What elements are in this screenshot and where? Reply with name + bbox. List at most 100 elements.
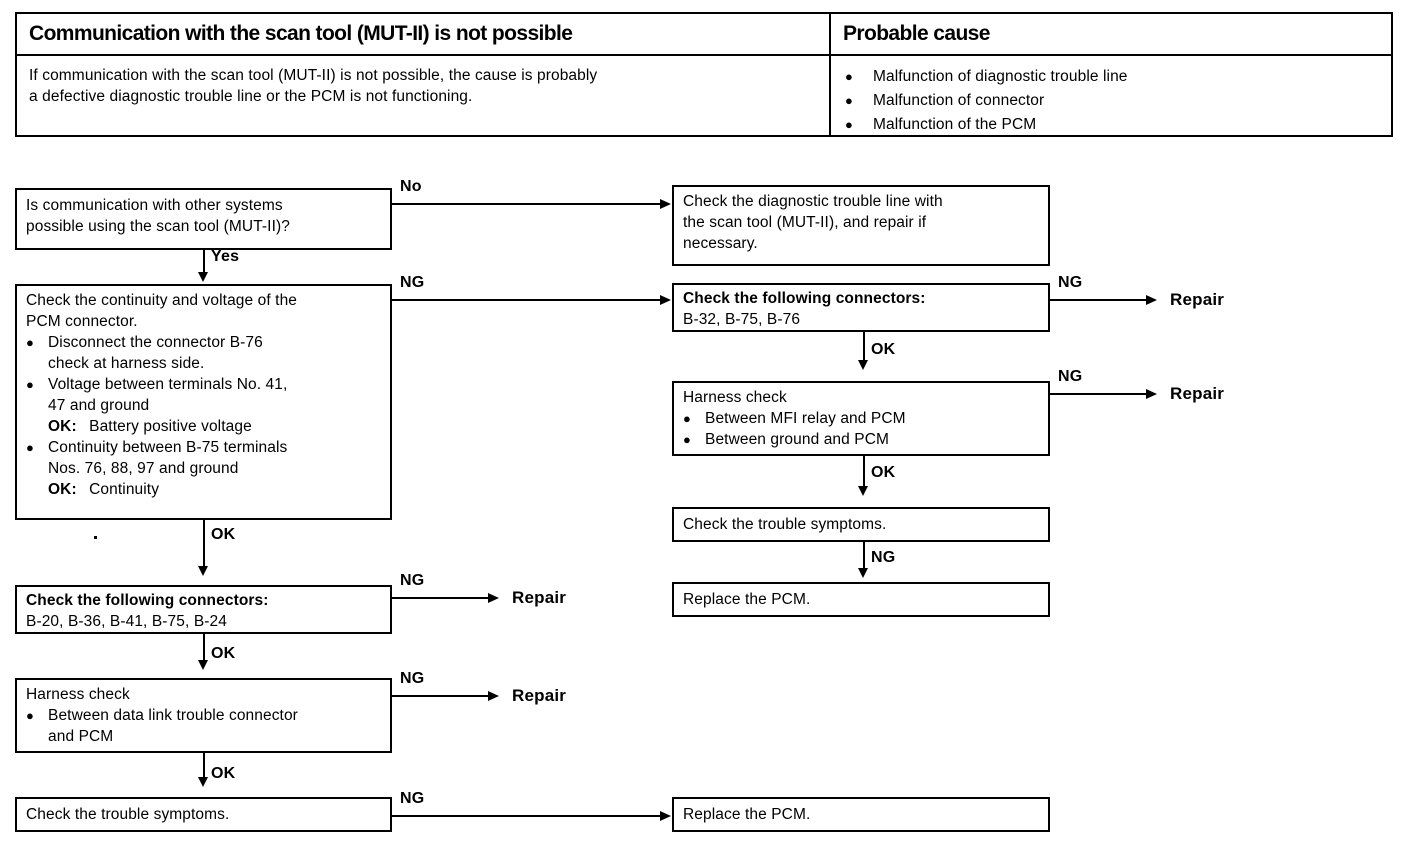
arrow-ng-harness-left-to-repair (488, 691, 499, 701)
symptoms-right-text: Check the trouble symptoms. (683, 516, 887, 533)
connectors-left-list: B-20, B-36, B-41, B-75, B-24 (26, 613, 227, 630)
flow-box-check-trouble-symptoms-left: Check the trouble symptoms. (15, 797, 392, 832)
harness-right-bullet-2: Between ground and PCM (705, 431, 890, 448)
probable-cause-list: ● Malfunction of diagnostic trouble line… (831, 56, 1391, 144)
terminal-label-repair: Repair (512, 686, 567, 705)
connector-ng-connectors-left-horizontal (392, 597, 488, 599)
ok-value: Battery positive voltage (89, 418, 252, 435)
flow-box-check-trouble-symptoms-right: Check the trouble symptoms. (672, 507, 1050, 542)
flow-box-harness-check-right: Harness check ● Between MFI relay and PC… (672, 381, 1050, 456)
bullet-icon: ● (26, 708, 34, 723)
question-line-1: Is communication with other systems (26, 197, 283, 214)
terminal-label-repair: Repair (1170, 384, 1225, 403)
edge-label-ok: OK (211, 765, 236, 782)
arrow-ng-harness-right-to-repair (1146, 389, 1157, 399)
terminal-label-repair: Repair (1170, 290, 1225, 309)
pcm-bullet-3-line-1: Continuity between B-75 terminals (48, 439, 288, 456)
connector-ok-connectors-right-vertical (863, 332, 865, 362)
arrow-ng-symptoms-right-down (858, 568, 868, 578)
arrow-ng-connectors-right-to-repair (1146, 295, 1157, 305)
symptoms-left-text: Check the trouble symptoms. (26, 806, 230, 823)
edge-label-ng: NG (400, 572, 425, 589)
table-header-cause-cell: Probable cause (831, 14, 1391, 54)
scan-speck (94, 536, 97, 539)
diag-line-3: necessary. (683, 235, 758, 252)
pcm-bullet-item: ● Continuity between B-75 terminals (26, 437, 383, 458)
pcm-bullet-2-ok-row: OK: Battery positive voltage (26, 416, 383, 437)
edge-label-ng: NG (400, 670, 425, 687)
question-line-2: possible using the scan tool (MUT-II)? (26, 218, 290, 235)
flow-box-check-connectors-right: Check the following connectors: B-32, B-… (672, 283, 1050, 332)
bullet-icon: ● (845, 69, 853, 84)
bullet-icon: ● (26, 377, 34, 392)
connector-ng-harness-right-horizontal (1050, 393, 1146, 395)
connectors-left-title: Check the following connectors: (26, 592, 269, 609)
cause-header-text: Probable cause (843, 22, 990, 45)
arrow-ok-connectors-right-down (858, 360, 868, 370)
edge-label-ok: OK (871, 464, 896, 481)
connector-ng-pcm-horizontal (392, 299, 660, 301)
pcm-bullet-1-line-1: Disconnect the connector B-76 (48, 334, 263, 351)
arrow-ok-harness-right-down (858, 486, 868, 496)
arrow-ng-symptoms-left-to-replace-pcm (660, 811, 671, 821)
bullet-icon: ● (683, 411, 691, 426)
description-line-1: If communication with the scan tool (MUT… (29, 67, 598, 84)
edge-label-ng: NG (400, 790, 425, 807)
arrow-no-to-diag-line (660, 199, 671, 209)
pcm-bullet-item: ● Voltage between terminals No. 41, (26, 374, 383, 395)
cause-item-text: Malfunction of connector (873, 92, 1045, 109)
arrow-ok-connectors-left-down (198, 660, 208, 670)
edge-label-ok: OK (211, 526, 236, 543)
symptom-probable-cause-table: Communication with the scan tool (MUT-II… (15, 12, 1393, 137)
arrow-ng-connectors-left-to-repair (488, 593, 499, 603)
cause-item-text: Malfunction of the PCM (873, 116, 1037, 133)
flow-box-check-pcm-connector: Check the continuity and voltage of the … (15, 284, 392, 520)
table-header-symptom-cell: Communication with the scan tool (MUT-II… (17, 14, 831, 54)
arrow-ng-pcm-to-connectors (660, 295, 671, 305)
connector-yes-vertical (203, 250, 205, 274)
harness-right-title: Harness check (683, 389, 787, 406)
table-header-row: Communication with the scan tool (MUT-II… (17, 14, 1391, 56)
arrow-ok-pcm-down (198, 566, 208, 576)
cause-list-item: ● Malfunction of the PCM (845, 113, 1391, 137)
terminal-label-repair: Repair (512, 588, 567, 607)
pcm-bullet-item: ● Disconnect the connector B-76 (26, 332, 383, 353)
harness-left-bullet-item: ● Between data link trouble connector (26, 705, 383, 726)
pcm-bullet-1-line-2: check at harness side. (48, 355, 205, 372)
flow-box-question-other-systems: Is communication with other systems poss… (15, 188, 392, 250)
harness-left-bullet-line-1: Between data link trouble connector (48, 707, 298, 724)
edge-label-ng: NG (1058, 274, 1083, 291)
connector-ng-symptoms-right-vertical (863, 542, 865, 570)
connector-ok-pcm-vertical (203, 520, 205, 568)
connector-ng-harness-left-horizontal (392, 695, 488, 697)
diag-line-2: the scan tool (MUT-II), and repair if (683, 214, 927, 231)
arrow-ok-harness-left-down (198, 777, 208, 787)
pcm-title-line-2: PCM connector. (26, 313, 138, 330)
edge-label-ok: OK (211, 645, 236, 662)
ok-value: Continuity (89, 481, 160, 498)
harness-right-bullet-item: ● Between MFI relay and PCM (683, 408, 1041, 429)
pcm-bullet-2-line-2: 47 and ground (48, 397, 150, 414)
symptom-header-text: Communication with the scan tool (MUT-II… (29, 22, 573, 45)
flow-box-replace-pcm-bottom: Replace the PCM. (672, 797, 1050, 832)
cause-item-text: Malfunction of diagnostic trouble line (873, 68, 1128, 85)
pcm-bullet-3-ok-row: OK: Continuity (26, 479, 383, 500)
edge-label-ng: NG (871, 549, 896, 566)
edge-label-no: No (400, 178, 422, 195)
edge-label-ok: OK (871, 341, 896, 358)
pcm-bullet-3-line-2: Nos. 76, 88, 97 and ground (48, 460, 239, 477)
bullet-icon: ● (845, 93, 853, 108)
connector-ng-symptoms-left-horizontal (392, 815, 660, 817)
pcm-title-line-1: Check the continuity and voltage of the (26, 292, 298, 309)
flow-box-check-connectors-left: Check the following connectors: B-20, B-… (15, 585, 392, 634)
connector-ng-connectors-right-horizontal (1050, 299, 1146, 301)
bullet-icon: ● (26, 335, 34, 350)
harness-left-bullet-line-2: and PCM (48, 728, 114, 745)
bullet-icon: ● (845, 117, 853, 132)
cause-list-item: ● Malfunction of diagnostic trouble line (845, 65, 1391, 89)
harness-left-title: Harness check (26, 686, 130, 703)
edge-label-ng: NG (1058, 368, 1083, 385)
flow-box-check-diagnostic-trouble-line: Check the diagnostic trouble line with t… (672, 185, 1050, 266)
replace-pcm-right-text: Replace the PCM. (683, 591, 811, 608)
